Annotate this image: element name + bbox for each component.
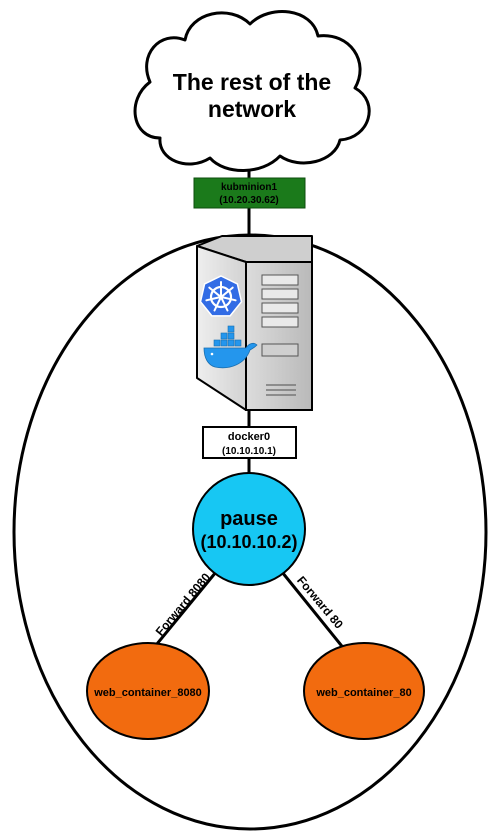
pause-container-node: pause (10.10.10.2) (192, 472, 306, 586)
web-container-8080-node: web_container_8080 (86, 642, 210, 740)
host-interface-box: kubminion1 (10.20.30.62) (193, 177, 306, 209)
docker-whale-icon (203, 325, 258, 369)
bridge-ip: (10.10.10.1) (222, 446, 276, 457)
pause-ip: (10.10.10.2) (200, 532, 297, 552)
web-container-8080-label: web_container_8080 (93, 687, 202, 699)
server-icon (196, 235, 313, 411)
cloud-label-line1: The rest of the (173, 69, 331, 95)
cloud-label-line2: network (208, 96, 296, 122)
forward-80-label: Forward 80 (294, 573, 346, 631)
pause-name: pause (220, 508, 278, 530)
kubernetes-icon (199, 275, 243, 317)
host-interface-name: kubminion1 (221, 182, 278, 193)
host-interface-ip: (10.20.30.62) (219, 195, 279, 206)
forward-8080-label: Forward 8080 (153, 570, 214, 639)
network-cloud: The rest of the network (133, 10, 371, 172)
web-container-80-label: web_container_80 (315, 687, 411, 699)
forward-8080-link (150, 571, 218, 651)
bridge-name: docker0 (228, 431, 270, 443)
web-container-80-node: web_container_80 (303, 642, 425, 740)
docker0-bridge-box: docker0 (10.10.10.1) (202, 426, 297, 459)
forward-80-link (280, 571, 347, 651)
